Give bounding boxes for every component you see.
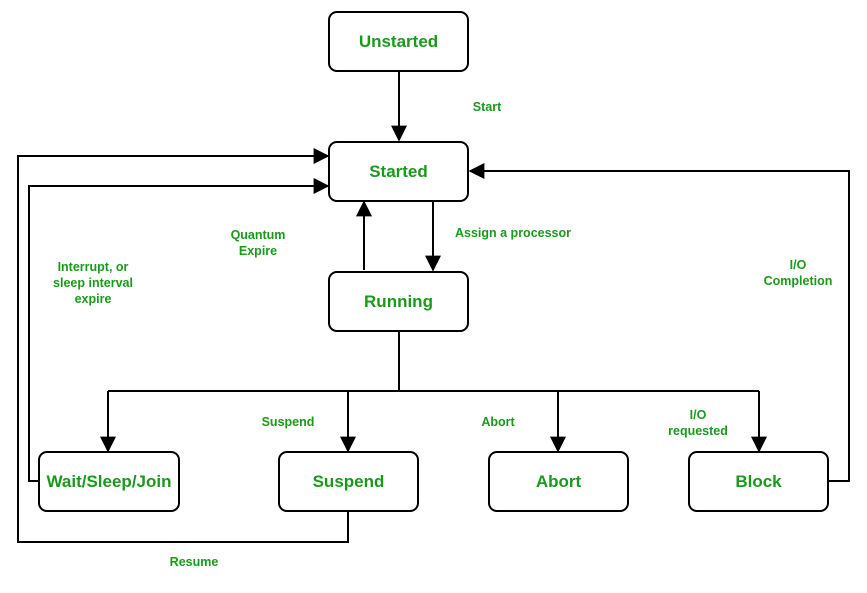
node-unstarted: Unstarted <box>328 11 469 72</box>
label-io-completion-line1: I/O <box>789 258 807 272</box>
label-interrupt-line2: sleep interval <box>53 276 133 290</box>
label-interrupt-line3: expire <box>74 292 112 306</box>
node-running: Running <box>328 271 469 332</box>
label-quantum-line2: Expire <box>238 244 278 258</box>
label-suspend-text: Suspend <box>261 415 315 429</box>
label-interrupt-line1: Interrupt, or <box>57 260 129 274</box>
node-suspend-label: Suspend <box>312 471 385 491</box>
label-io-requested: I/O requested <box>658 407 738 439</box>
label-resume-text: Resume <box>169 555 219 569</box>
label-suspend: Suspend <box>252 414 324 430</box>
label-assign-processor: Assign a processor <box>444 225 582 241</box>
label-abort: Abort <box>472 414 524 430</box>
node-unstarted-label: Unstarted <box>358 31 439 51</box>
node-block: Block <box>688 451 829 512</box>
node-abort: Abort <box>488 451 629 512</box>
node-wait-label: Wait/Sleep/Join <box>46 471 172 491</box>
arrow-block-to-started <box>468 163 850 482</box>
node-running-label: Running <box>364 291 433 311</box>
arrow-wait-to-started <box>28 178 330 482</box>
node-block-label: Block <box>735 471 782 491</box>
label-assign-text: Assign a processor <box>454 226 571 240</box>
label-abort-text: Abort <box>481 415 515 429</box>
label-io-completion: I/O Completion <box>752 257 844 289</box>
arrow-suspend-to-started <box>17 148 349 543</box>
label-interrupt: Interrupt, or sleep interval expire <box>44 259 142 307</box>
node-wait-sleep-join: Wait/Sleep/Join <box>38 451 180 512</box>
label-start: Start <box>466 99 508 115</box>
label-io-completion-line2: Completion <box>763 274 833 288</box>
label-quantum-line1: Quantum <box>230 228 286 242</box>
node-started: Started <box>328 141 469 202</box>
node-started-label: Started <box>369 161 428 181</box>
label-resume: Resume <box>158 554 230 570</box>
node-abort-label: Abort <box>535 471 582 491</box>
label-io-requested-line1: I/O <box>689 408 707 422</box>
label-io-requested-line2: requested <box>668 424 728 438</box>
label-quantum-expire: Quantum Expire <box>220 227 296 259</box>
label-start-text: Start <box>472 100 502 114</box>
node-suspend: Suspend <box>278 451 419 512</box>
